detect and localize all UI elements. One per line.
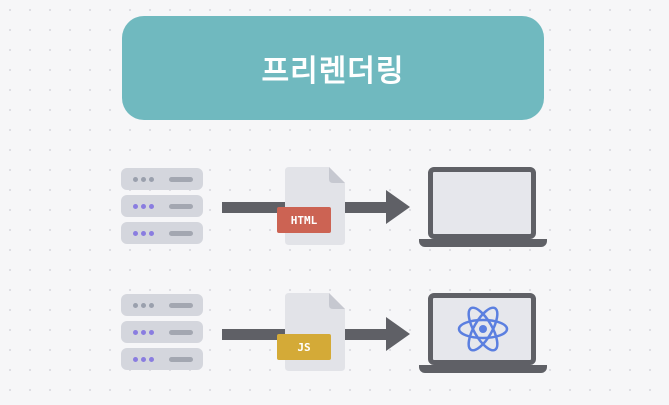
html-badge: HTML	[277, 207, 331, 233]
server-icon	[121, 168, 203, 249]
server-unit	[121, 294, 203, 316]
laptop-base	[419, 239, 547, 247]
server-unit	[121, 195, 203, 217]
laptop-base	[419, 365, 547, 373]
arrow-head-icon	[386, 190, 410, 224]
title-banner: 프리렌더링	[122, 16, 544, 120]
js-badge: JS	[277, 334, 331, 360]
server-unit	[121, 321, 203, 343]
server-unit	[121, 222, 203, 244]
file-icon	[285, 167, 345, 245]
server-unit	[121, 348, 203, 370]
page-title: 프리렌더링	[261, 54, 405, 89]
react-icon	[457, 306, 509, 352]
arrow-head-icon	[386, 317, 410, 351]
server-unit	[121, 168, 203, 190]
laptop-icon	[419, 293, 547, 379]
laptop-screen	[428, 167, 536, 239]
laptop-icon	[419, 167, 547, 253]
server-icon	[121, 294, 203, 375]
